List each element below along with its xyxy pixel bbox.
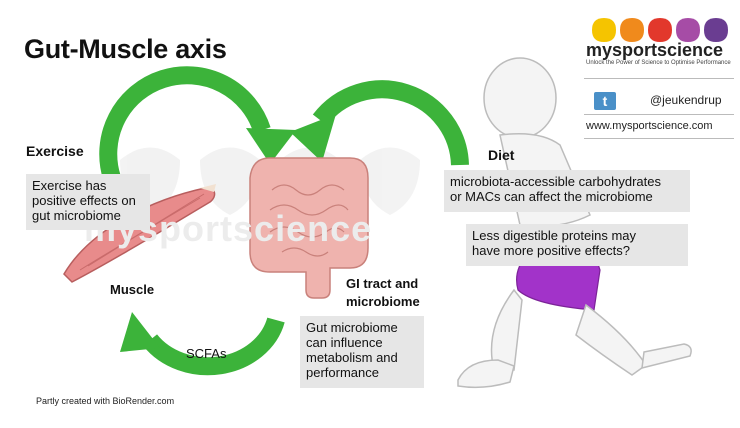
muscle-label: Muscle [110,282,155,297]
diet-protein-box: Less digestible proteins may have more p… [466,224,688,266]
slide-title: Gut-Muscle axis [24,34,227,64]
exercise-effect-box: Exercise has positive effects on gut mic… [26,174,150,230]
diet-label: Diet [488,147,515,163]
box-line: gut microbiome [32,208,121,223]
box-line: or MACs can affect the microbiome [450,189,653,204]
diet-arrow [290,80,469,166]
box-line: positive effects on [32,193,136,208]
runner-illustration [457,57,692,389]
box-line: can influence [306,335,383,350]
exercise-arrow [99,66,296,181]
box-line: have more positive effects? [472,243,631,258]
box-line: Gut microbiome [306,320,398,335]
box-line: metabolism and [306,350,398,365]
gi-tract-label-line: microbiome [346,294,420,309]
brand-divider [584,138,734,139]
brand-tagline: Unlock the Power of Science to Optimise … [586,60,731,66]
gi-tract-label: GI tract and microbiome [346,275,420,311]
brand-logo [592,18,728,42]
exercise-label: Exercise [26,143,84,159]
gi-tract-label-line: GI tract and [346,276,419,291]
twitter-icon[interactable]: t [594,92,616,110]
gut-illustration [249,157,369,299]
brand-divider [584,78,734,79]
box-line: performance [306,365,379,380]
box-line: Exercise has [32,178,107,193]
box-line: Less digestible proteins may [472,228,637,243]
footer-credit: Partly created with BioRender.com [36,396,175,406]
brand-name: mysportscience [586,40,724,60]
box-line: microbiota-accessible carbohydrates [450,174,661,189]
website-link[interactable]: www.mysportscience.com [586,120,713,132]
scfa-arrow [120,312,285,376]
brand-divider [584,114,734,115]
twitter-handle[interactable]: @jeukendrup [650,93,722,107]
scfas-label: SCFAs [186,346,227,361]
diet-macs-box: microbiota-accessible carbohydrates or M… [444,170,690,212]
gut-microbiome-box: Gut microbiome can influence metabolism … [300,316,424,388]
